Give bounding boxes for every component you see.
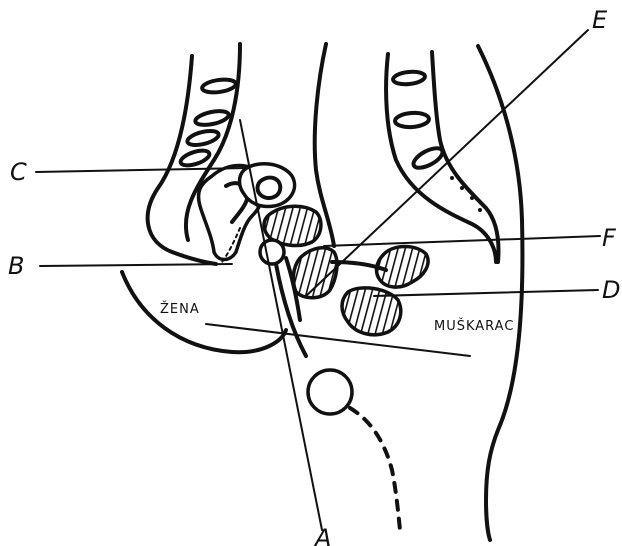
female-urethral-ring (260, 240, 284, 264)
male-vertebra-1 (392, 70, 425, 85)
male-coccyx-dot-1 (450, 176, 454, 180)
male-figure: MUŠKARAC (260, 44, 522, 540)
male-coccyx-dot-2 (460, 186, 464, 190)
female-figure: ŽENA (122, 44, 295, 352)
female-caption: ŽENA (160, 301, 200, 317)
male-leg-dashed-outline (350, 408, 400, 530)
female-bladder (240, 164, 295, 207)
male-coccyx-dot-4 (478, 208, 482, 212)
label-f: F (602, 224, 617, 252)
label-e: E (592, 6, 608, 34)
leader-e (306, 30, 588, 296)
male-caption: MUŠKARAC (434, 318, 514, 334)
female-vertebra-3 (186, 128, 220, 147)
male-scrotum (308, 370, 352, 414)
female-vertebra-4 (179, 148, 211, 169)
female-vertebra-1 (201, 78, 236, 95)
leader-b (40, 264, 232, 266)
male-vertebra-2 (395, 112, 430, 128)
label-c: C (10, 158, 27, 186)
male-vertebra-3 (411, 144, 446, 171)
label-d: D (602, 276, 620, 304)
male-gland-upper (377, 247, 429, 288)
label-b: B (8, 252, 24, 280)
female-vertebra-2 (194, 109, 230, 128)
leader-d (374, 290, 598, 296)
female-lower-body-outline (122, 272, 286, 352)
male-coccyx-dot-3 (470, 196, 474, 200)
label-a: A (313, 524, 331, 546)
